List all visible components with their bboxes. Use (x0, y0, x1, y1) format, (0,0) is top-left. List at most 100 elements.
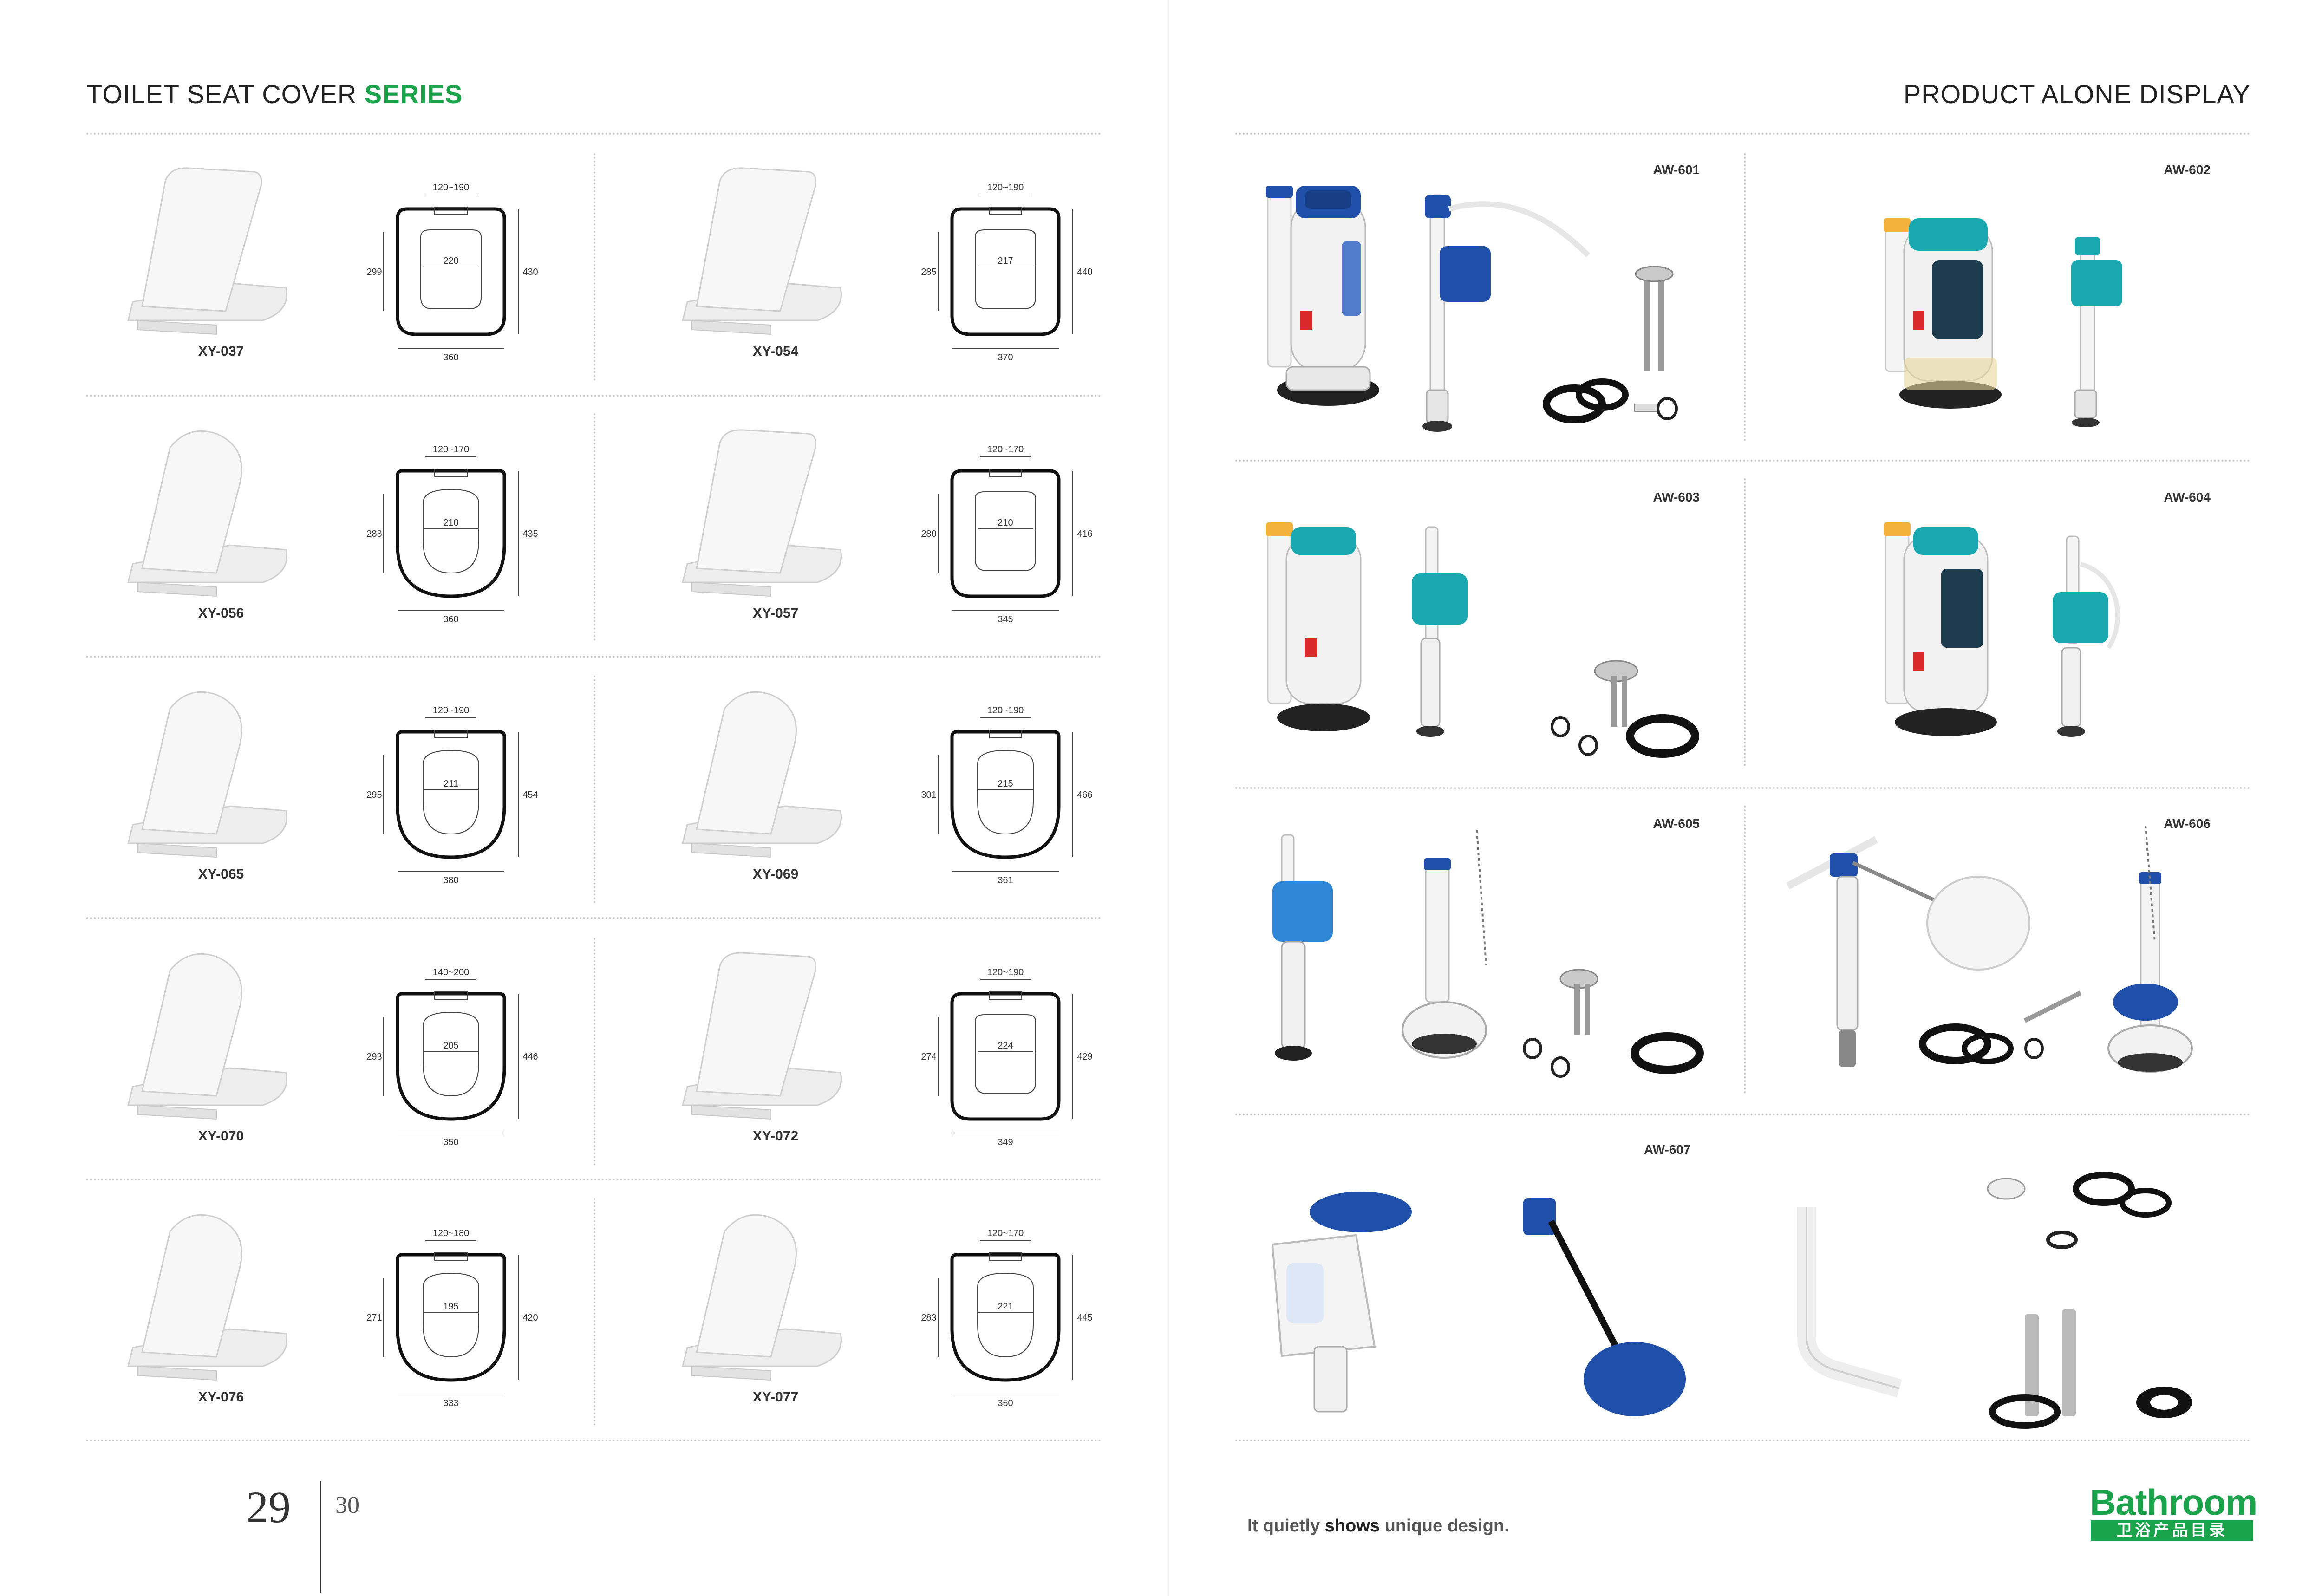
dim-top-width: 120~180 (433, 1228, 469, 1238)
aw-602-illustration (1884, 218, 2122, 427)
seat-photo (682, 691, 842, 858)
dim-bottom-width: 349 (998, 1137, 1013, 1147)
seat-model-label: XY-037 (198, 344, 244, 359)
dim-top-width: 120~170 (433, 444, 469, 455)
product-aw-605: AW-605 (1235, 807, 1746, 1104)
title-main: TOILET SEAT COVER (86, 79, 357, 109)
dim-top-width: 120~170 (987, 444, 1024, 455)
dim-inner-width: 224 (998, 1041, 1013, 1051)
col-divider (594, 413, 595, 641)
dim-bottom-width: 370 (998, 352, 1013, 362)
dim-inner-length: 280 (921, 529, 936, 539)
left-page-title: TOILET SEAT COVER SERIES (86, 79, 463, 109)
aw-603-illustration (1266, 522, 1699, 758)
product-model-label: AW-605 (1653, 816, 1700, 831)
seat-photo (127, 167, 287, 335)
dim-inner-length: 285 (921, 267, 936, 277)
dim-inner-length: 283 (921, 1313, 936, 1323)
dim-inner-length: 271 (366, 1313, 382, 1323)
right-page-title: PRODUCT ALONE DISPLAY (1903, 79, 2250, 109)
row-divider (86, 1179, 1102, 1180)
seat-model-label: XY-054 (752, 344, 799, 359)
dim-top-width: 120~170 (987, 1228, 1024, 1238)
seat-photo (127, 1214, 287, 1381)
dim-inner-width: 205 (443, 1041, 458, 1051)
dim-bottom-width: 333 (443, 1398, 458, 1408)
seat-model-label: XY-072 (752, 1128, 799, 1144)
dim-total-length: 466 (1077, 790, 1092, 800)
dim-top-width: 120~190 (987, 705, 1024, 716)
seat-model-label: XY-069 (752, 866, 799, 882)
seat-photo (682, 1214, 842, 1381)
product-model-label: AW-606 (2164, 816, 2211, 831)
dim-top-width: 140~200 (433, 967, 469, 977)
aw-601-illustration (1266, 186, 1678, 432)
seat-photo (127, 430, 287, 597)
aw-604-illustration (1884, 522, 2120, 737)
product-model-label: AW-607 (1644, 1142, 1691, 1157)
seat-photo (127, 691, 287, 858)
product-model-label: AW-601 (1653, 163, 1700, 177)
product-aw-606: AW-606 (1746, 807, 2257, 1104)
dim-inner-width: 195 (443, 1302, 458, 1312)
dim-total-length: 420 (522, 1313, 538, 1323)
dim-bottom-width: 361 (998, 875, 1013, 885)
page-number-left: 29 (246, 1482, 291, 1532)
col-divider (594, 938, 595, 1166)
dim-total-length: 416 (1077, 529, 1092, 539)
seat-model-label: XY-077 (752, 1389, 799, 1405)
dim-bottom-width: 360 (443, 614, 458, 624)
col-divider (1744, 806, 1746, 1094)
row-divider (86, 656, 1102, 658)
product-aw-602: AW-602 (1746, 153, 2257, 450)
brand-subtitle: 卫浴产品目录 (2091, 1520, 2253, 1541)
dim-inner-length: 293 (366, 1052, 382, 1062)
dim-total-length: 435 (522, 529, 538, 539)
dim-inner-length: 299 (366, 267, 382, 277)
dim-bottom-width: 380 (443, 875, 458, 885)
brand-logo: Bathroom 卫浴产品目录 (2090, 1481, 2257, 1542)
dim-top-width: 120~190 (433, 182, 469, 193)
dim-total-length: 454 (522, 790, 538, 800)
tagline-start: It quietly (1247, 1516, 1320, 1536)
seat-photo (682, 952, 842, 1120)
seat-model-label: XY-070 (198, 1128, 244, 1144)
row-divider (1235, 787, 2250, 789)
header-divider-right (1235, 133, 2250, 135)
dim-inner-length: 301 (921, 790, 936, 800)
seat-photo (682, 429, 842, 597)
col-divider (594, 153, 595, 381)
title-accent: SERIES (364, 79, 463, 109)
dim-total-length: 445 (1077, 1313, 1092, 1323)
product-aw-603: AW-603 (1235, 481, 1746, 778)
col-divider (594, 676, 595, 903)
row-divider (86, 917, 1102, 919)
product-model-label: AW-604 (2164, 490, 2211, 504)
dim-inner-width: 217 (998, 256, 1013, 266)
dim-top-width: 120~190 (433, 705, 469, 716)
row-divider (86, 395, 1102, 397)
dim-total-length: 430 (522, 267, 538, 277)
dim-top-width: 120~190 (987, 182, 1024, 193)
dim-inner-length: 283 (366, 529, 382, 539)
aw-607-illustration (1271, 1172, 2192, 1429)
col-divider (1744, 478, 1746, 766)
col-divider (1744, 153, 1746, 441)
seat-photo (127, 953, 287, 1120)
dim-total-length: 446 (522, 1052, 538, 1062)
